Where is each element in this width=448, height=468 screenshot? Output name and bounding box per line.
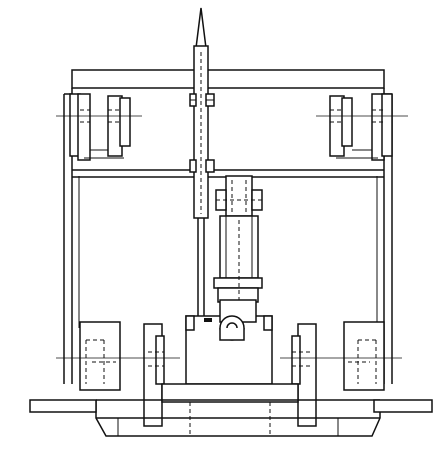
mast-clamp-lower bbox=[189, 159, 215, 173]
mast bbox=[193, 7, 209, 318]
top-left-bracket bbox=[56, 93, 142, 161]
right-outrigger bbox=[373, 399, 433, 413]
cylinder-mount bbox=[215, 175, 263, 217]
left-outrigger bbox=[29, 399, 97, 413]
cylinder bbox=[213, 215, 263, 303]
top-beam bbox=[71, 69, 385, 89]
top-right-bracket bbox=[316, 93, 408, 161]
center-housing bbox=[185, 299, 273, 385]
mast-clamp-upper bbox=[189, 93, 215, 107]
base-platform bbox=[95, 383, 381, 437]
